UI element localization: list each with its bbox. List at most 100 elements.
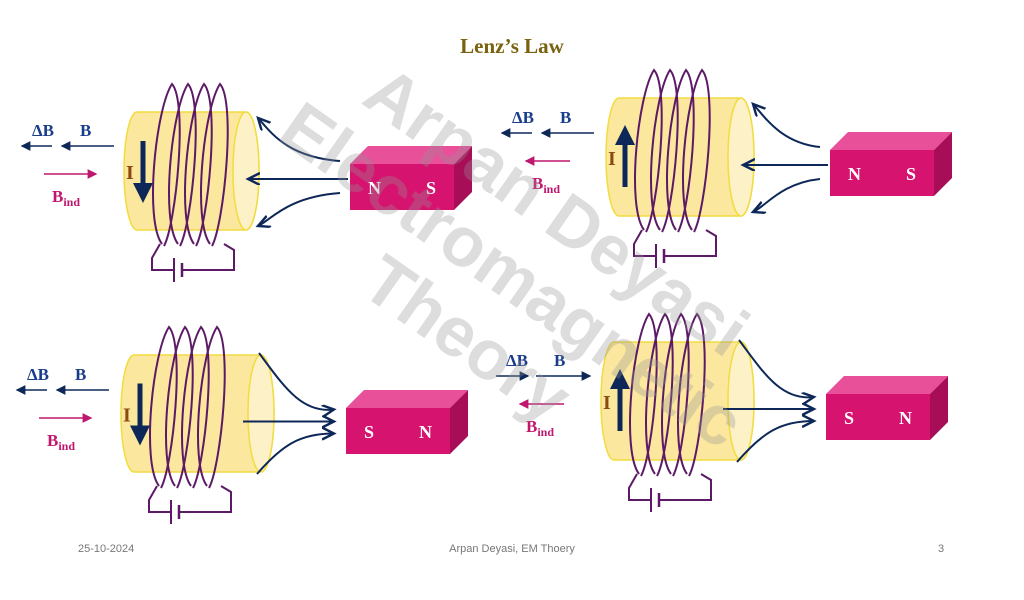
magnet-side-face — [934, 132, 952, 196]
field-lines — [723, 339, 814, 463]
field-labels: ΔB B Bind — [15, 365, 109, 453]
b-ind-subscript: ind — [537, 425, 554, 439]
field-line-top — [258, 118, 341, 162]
coil-turn — [152, 82, 181, 247]
b-ind-subscript: ind — [58, 439, 75, 453]
coil-windings — [629, 312, 706, 477]
field-line-bottom — [258, 192, 341, 226]
coil-turn — [666, 68, 695, 233]
magnet-front-face — [830, 150, 934, 196]
field-labels: ΔB B Bind — [496, 351, 592, 439]
battery-circuit — [148, 485, 232, 524]
coil-windings — [149, 325, 226, 489]
magnet-top-face — [826, 376, 948, 394]
magnet-pole-right: N — [419, 422, 432, 442]
magnet-top-face — [350, 146, 472, 164]
b-ind-label: Bind — [526, 417, 554, 439]
delta-b-label: ΔB — [506, 351, 528, 370]
lead-wire-right — [179, 485, 232, 513]
magnet-side-face — [930, 376, 948, 440]
footer-page-number: 3 — [938, 543, 945, 555]
battery-circuit — [633, 229, 717, 268]
footer-author: Arpan Deyasi, EM Thoery — [449, 543, 575, 555]
b-ind-subscript: ind — [63, 195, 80, 209]
lead-wire-left — [628, 473, 651, 501]
magnet-pole-left: N — [848, 164, 861, 184]
coil-turn — [650, 68, 679, 233]
core-end-face — [727, 341, 755, 461]
lead-wire-right — [182, 243, 235, 271]
coil-turn — [682, 68, 711, 233]
field-lines — [743, 104, 828, 212]
coil-turn — [634, 68, 663, 233]
field-lines — [248, 118, 348, 226]
coil-windings — [634, 68, 711, 233]
lead-wire-left — [151, 243, 174, 271]
magnet-top-face — [346, 390, 468, 408]
coil-turn — [168, 82, 197, 247]
coil-turn — [165, 325, 194, 489]
lead-wire-right — [664, 229, 717, 257]
coil-turn — [181, 325, 210, 489]
coil-turn — [645, 312, 674, 477]
current-label: I — [608, 148, 616, 170]
b-label: B — [75, 365, 86, 384]
coil-turn — [197, 325, 226, 489]
core-end-face — [727, 97, 755, 217]
magnet-pole-left: S — [844, 408, 854, 428]
magnet-pole-left: N — [368, 178, 381, 198]
coil-turn — [149, 325, 178, 489]
battery-circuit — [151, 243, 235, 282]
magnet-side-face — [450, 390, 468, 454]
magnet-pole-right: S — [426, 178, 436, 198]
current-label: I — [126, 162, 134, 184]
field-line-bottom — [753, 178, 821, 212]
b-ind-label: Bind — [52, 187, 80, 209]
magnet-side-face — [454, 146, 472, 210]
magnet-front-face — [350, 164, 454, 210]
b-label: B — [554, 351, 565, 370]
lead-wire-right — [659, 473, 712, 501]
magnet-front-face — [826, 394, 930, 440]
magnet-top-face — [830, 132, 952, 150]
magnet-pole-right: N — [899, 408, 912, 428]
field-line-top — [753, 104, 821, 148]
lead-wire-left — [633, 229, 656, 257]
field-line-bottom — [736, 421, 814, 463]
core-end-face — [232, 111, 260, 231]
coil-turn — [677, 312, 706, 477]
lead-wire-left — [148, 485, 171, 513]
current-label: I — [603, 392, 611, 414]
coil-turn — [184, 82, 213, 247]
b-label: B — [560, 108, 571, 127]
coil-turn — [629, 312, 658, 477]
field-line-top — [258, 352, 334, 410]
coil-turn — [661, 312, 690, 477]
slide-title: Lenz’s Law — [460, 34, 564, 58]
delta-b-label: ΔB — [32, 121, 54, 140]
magnet-pole-left: S — [364, 422, 374, 442]
field-lines — [243, 352, 334, 475]
battery-circuit — [628, 473, 712, 512]
field-labels: ΔB B Bind — [500, 108, 594, 196]
delta-b-label: ΔB — [27, 365, 49, 384]
delta-b-label: ΔB — [512, 108, 534, 127]
core-end-face — [247, 354, 275, 473]
b-ind-subscript: ind — [543, 182, 560, 196]
footer-date: 25-10-2024 — [78, 543, 135, 555]
b-ind-label: Bind — [47, 431, 75, 453]
b-ind-label: Bind — [532, 174, 560, 196]
field-line-bottom — [256, 434, 334, 475]
current-label: I — [123, 405, 131, 427]
